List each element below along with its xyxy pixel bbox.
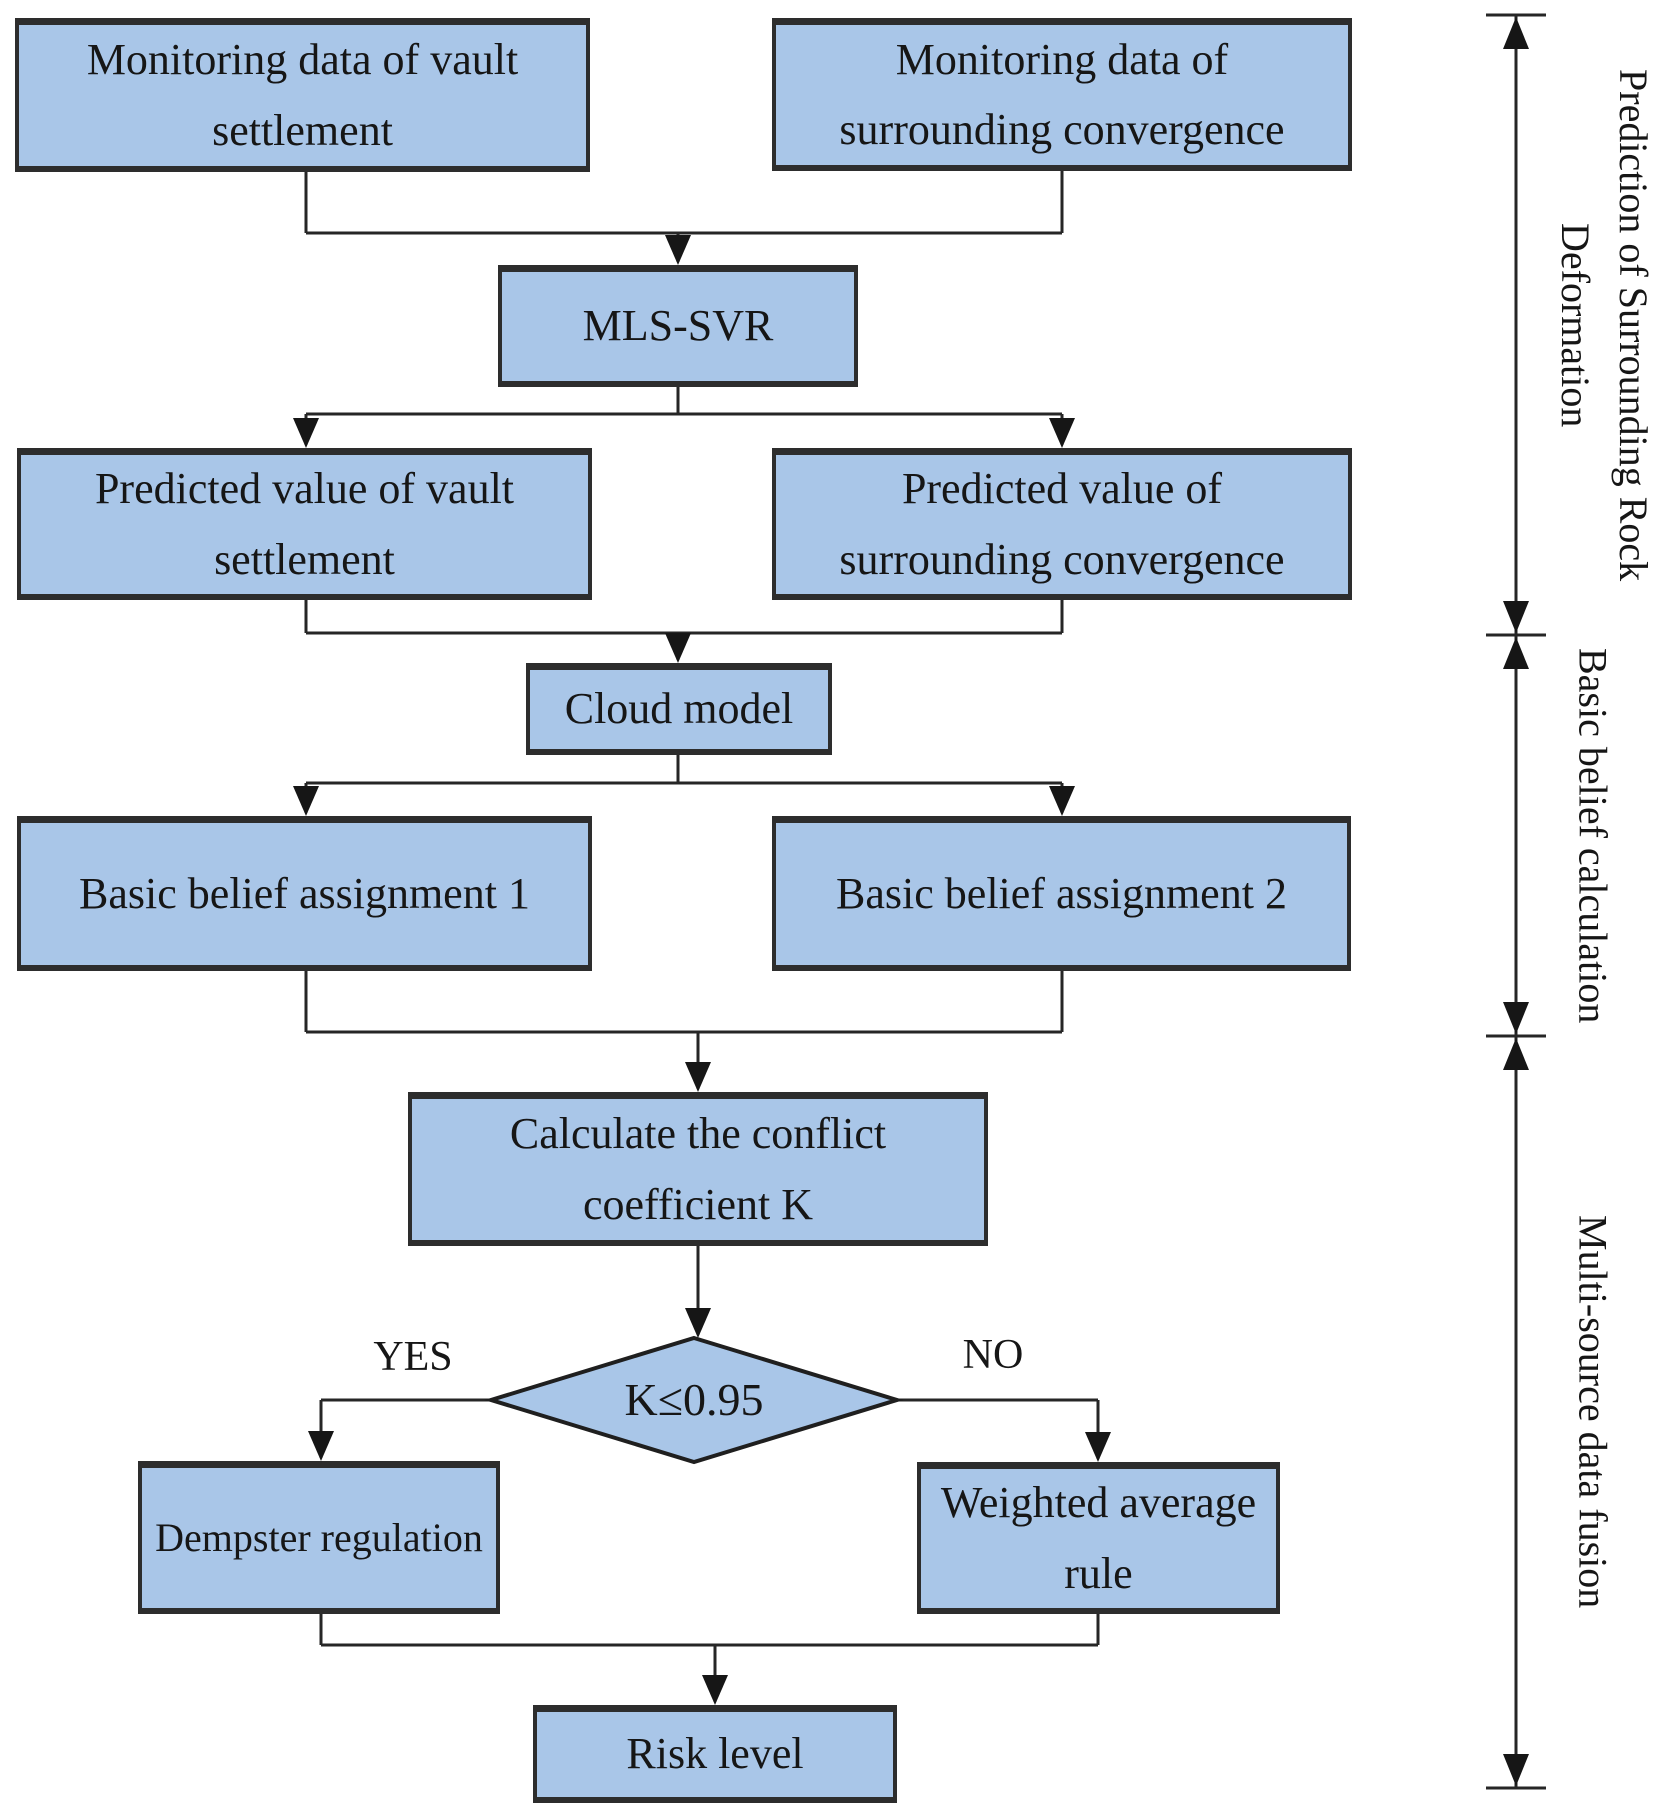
arrowhead-icon bbox=[685, 1062, 711, 1092]
decision-condition-label: K≤0.95 bbox=[624, 1373, 764, 1425]
arrowhead-icon bbox=[1049, 418, 1075, 448]
arrowhead-icon bbox=[308, 1431, 334, 1461]
connector-yes-branch bbox=[319, 1398, 491, 1458]
arrowhead-icon bbox=[702, 1675, 728, 1705]
node-dempster-regulation: Dempster regulation bbox=[138, 1461, 500, 1614]
connector-monitoring-to-mlssvr bbox=[304, 171, 1064, 262]
section-label-multi-source-fusion: Multi-source data fusion bbox=[1545, 1040, 1640, 1784]
section-dimension-line bbox=[1486, 13, 1546, 1790]
arrowhead-icon bbox=[665, 235, 691, 265]
arrowhead-icon bbox=[1085, 1432, 1111, 1462]
arrow-down-icon bbox=[1503, 1002, 1529, 1034]
node-basic-belief-assignment-2: Basic belief assignment 2 bbox=[772, 816, 1351, 971]
node-weighted-average-rule: Weighted average rule bbox=[917, 1462, 1280, 1614]
arrowhead-icon bbox=[665, 633, 691, 663]
node-predicted-vault-settlement: Predicted value of vault settlement bbox=[17, 448, 592, 600]
section-label-multi-source-fusion-text: Multi-source data fusion bbox=[1570, 1215, 1616, 1609]
section-label-prediction-text: Prediction of Surrounding Rock Deformati… bbox=[1553, 68, 1656, 582]
connector-mlssvr-to-predicted bbox=[304, 387, 1064, 445]
dimension-arrowheads bbox=[1503, 17, 1529, 1786]
connector-bba-to-calculate bbox=[304, 971, 1064, 1089]
node-monitoring-surrounding-convergence: Monitoring data of surrounding convergen… bbox=[772, 18, 1352, 171]
arrow-down-icon bbox=[1503, 1754, 1529, 1786]
connector-rules-to-risk bbox=[319, 1614, 1100, 1702]
node-predicted-surrounding-convergence: Predicted value of surrounding convergen… bbox=[772, 448, 1352, 600]
section-label-prediction: Prediction of Surrounding Rock Deformati… bbox=[1535, 20, 1673, 630]
section-label-basic-belief: Basic belief calculation bbox=[1545, 640, 1640, 1032]
node-mls-svr: MLS-SVR bbox=[498, 265, 858, 387]
node-risk-level: Risk level bbox=[533, 1705, 897, 1803]
arrowhead-icon bbox=[293, 786, 319, 816]
node-basic-belief-assignment-1: Basic belief assignment 1 bbox=[17, 816, 592, 971]
section-label-basic-belief-text: Basic belief calculation bbox=[1570, 648, 1616, 1024]
arrow-up-icon bbox=[1503, 1038, 1529, 1070]
arrowhead-icon bbox=[1049, 786, 1075, 816]
arrowheads bbox=[293, 235, 1111, 1705]
arrowhead-icon bbox=[293, 418, 319, 448]
node-monitoring-vault-settlement: Monitoring data of vault settlement bbox=[15, 18, 590, 172]
connector-predicted-to-cloud bbox=[304, 600, 1064, 660]
connector-cloud-to-bba bbox=[304, 755, 1064, 813]
arrowhead-icon bbox=[685, 1308, 711, 1338]
arrow-down-icon bbox=[1503, 601, 1529, 633]
node-cloud-model: Cloud model bbox=[526, 663, 832, 755]
yes-branch-label: YES bbox=[373, 1334, 453, 1380]
decision-diamond bbox=[484, 1335, 904, 1465]
node-calculate-conflict-coefficient: Calculate the conflict coefficient K bbox=[408, 1092, 988, 1246]
connector-no-branch bbox=[897, 1398, 1100, 1459]
arrow-up-icon bbox=[1503, 17, 1529, 49]
arrow-up-icon bbox=[1503, 637, 1529, 669]
no-branch-label: NO bbox=[962, 1332, 1024, 1378]
